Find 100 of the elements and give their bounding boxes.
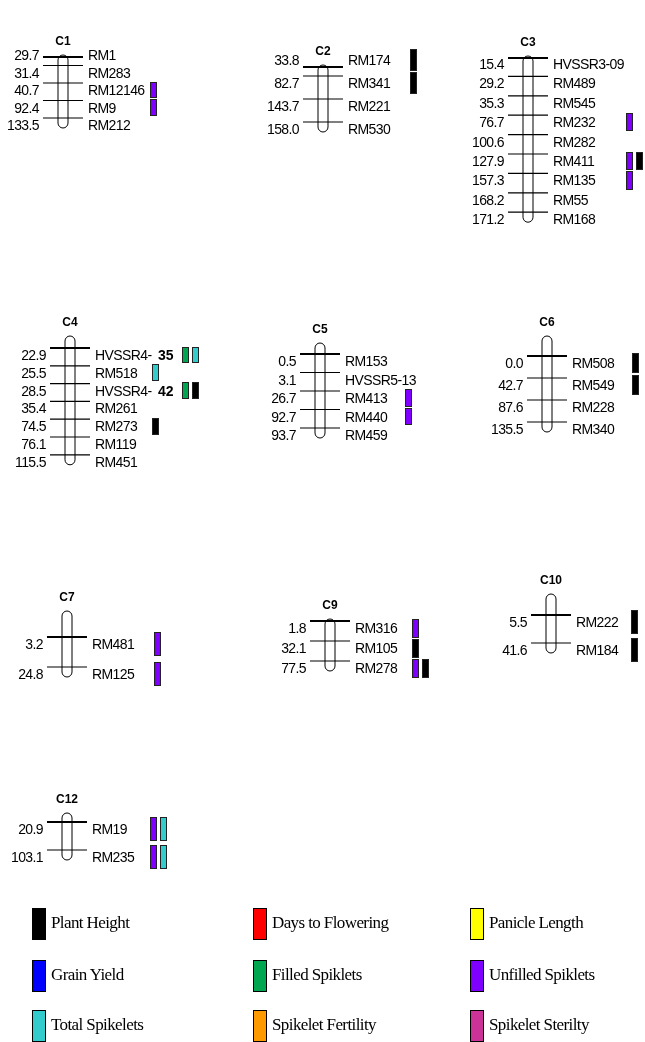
position-value: 35.3 — [478, 94, 504, 111]
marker-name: RM530 — [348, 121, 391, 137]
position-value: 33.8 — [273, 52, 299, 68]
marker-name: RM340 — [572, 421, 615, 437]
marker-name: RM489 — [553, 75, 596, 92]
position-value: 26.7 — [270, 390, 296, 406]
position-value: 115.5 — [14, 453, 46, 470]
marker-name: RM235 — [92, 849, 135, 865]
marker-name: RM261 — [95, 400, 138, 417]
position-value: 3.2 — [24, 636, 43, 652]
marker-name: RM55 — [553, 191, 588, 208]
position-value: 92.4 — [13, 99, 39, 116]
position-value: 15.4 — [478, 56, 504, 72]
marker-name: HVSSR5-13 — [345, 371, 416, 388]
marker-name: RM459 — [345, 427, 388, 443]
position-value: 1.8 — [287, 620, 306, 636]
position-value: 0.5 — [277, 353, 296, 369]
marker-name: RM278 — [355, 660, 398, 676]
marker-name: RM174 — [348, 52, 391, 68]
marker-name: RM222 — [576, 614, 619, 630]
chromosome-title: C6 — [538, 315, 556, 329]
position-value: 168.2 — [470, 191, 504, 208]
marker-name: HVSSR3-09 — [553, 56, 624, 72]
position-value: 28.5 — [20, 382, 46, 399]
position-value: 31.4 — [13, 64, 39, 81]
marker-name: RM1 — [88, 47, 116, 63]
position-value: 22.9 — [20, 347, 46, 363]
position-value: 158.0 — [265, 121, 299, 137]
legend-label: Grain Yield — [51, 965, 124, 985]
marker-name: RM316 — [355, 620, 398, 636]
position-value: 171.2 — [470, 211, 504, 228]
legend-label: Spikelet Fertility — [272, 1015, 376, 1035]
position-value: 100.6 — [470, 133, 504, 150]
marker-name: RM153 — [345, 353, 388, 369]
marker-name: RM135 — [553, 172, 596, 189]
position-value: 5.5 — [508, 614, 527, 630]
chromosome-title: C7 — [58, 590, 76, 604]
legend-label: Plant Height — [51, 913, 130, 933]
marker-name: RM221 — [348, 98, 391, 114]
marker-name: RM119 — [95, 436, 137, 452]
marker-name: RM125 — [92, 666, 135, 682]
chromosome-title: C2 — [314, 44, 332, 58]
position-value: 76.7 — [478, 114, 504, 131]
marker-name: RM508 — [572, 355, 615, 371]
position-value: 127.9 — [470, 153, 504, 169]
legend-label: Unfilled Spiklets — [489, 965, 595, 985]
marker-name: RM481 — [92, 636, 135, 652]
marker-name: RM9 — [88, 99, 116, 116]
position-value: 42.7 — [497, 377, 523, 393]
marker-name: RM232 — [553, 114, 596, 131]
qtl-number: 35 — [158, 347, 174, 363]
position-value: 3.1 — [277, 371, 296, 388]
marker-name: RM413 — [345, 390, 388, 406]
marker-name: RM273 — [95, 418, 138, 435]
marker-name: RM228 — [572, 399, 615, 415]
position-value: 32.1 — [280, 640, 306, 656]
marker-name: RM545 — [553, 94, 596, 111]
position-value: 76.1 — [20, 436, 46, 452]
marker-name: RM549 — [572, 377, 615, 393]
marker-name: RM282 — [553, 133, 596, 150]
chromosome-title: C5 — [311, 322, 329, 336]
marker-name: RM283 — [88, 64, 131, 81]
position-value: 40.7 — [13, 82, 39, 98]
position-value: 0.0 — [504, 355, 523, 371]
position-value: 25.5 — [20, 364, 46, 381]
position-value: 74.5 — [20, 418, 46, 435]
chromosome-title: C1 — [54, 34, 72, 48]
legend-label: Days to Flowering — [272, 913, 389, 933]
qtl-number: 42 — [158, 382, 174, 399]
position-value: 93.7 — [270, 427, 296, 443]
chromosome-title: C12 — [55, 792, 79, 806]
marker-name: HVSSR4- — [95, 382, 152, 399]
position-value: 135.5 — [489, 421, 523, 437]
position-value: 24.8 — [17, 666, 43, 682]
position-value: 103.1 — [9, 849, 43, 865]
marker-name: RM451 — [95, 453, 138, 470]
position-value: 35.4 — [20, 400, 46, 417]
position-value: 133.5 — [5, 117, 39, 133]
position-value: 143.7 — [265, 98, 299, 114]
marker-name: RM518 — [95, 364, 138, 381]
position-value: 77.5 — [280, 660, 306, 676]
chromosome-title: C4 — [61, 315, 79, 329]
chromosome-title: C9 — [321, 598, 339, 612]
marker-name: HVSSR4- — [95, 347, 152, 363]
marker-name: RM341 — [348, 75, 391, 91]
legend-label: Spikelet Sterilty — [489, 1015, 589, 1035]
position-value: 92.7 — [270, 408, 296, 425]
marker-name: RM212 — [88, 117, 131, 133]
legend-label: Panicle Length — [489, 913, 584, 933]
chromosome-title: C10 — [539, 573, 563, 587]
position-value: 29.7 — [13, 47, 39, 63]
marker-name: RM440 — [345, 408, 388, 425]
position-value: 41.6 — [501, 642, 527, 658]
position-value: 157.3 — [470, 172, 504, 189]
position-value: 29.2 — [478, 75, 504, 92]
chromosome-title: C3 — [519, 35, 537, 49]
legend-label: Filled Spiklets — [272, 965, 362, 985]
marker-name: RM105 — [355, 640, 398, 656]
legend-label: Total Spikelets — [51, 1015, 144, 1035]
position-value: 87.6 — [497, 399, 523, 415]
